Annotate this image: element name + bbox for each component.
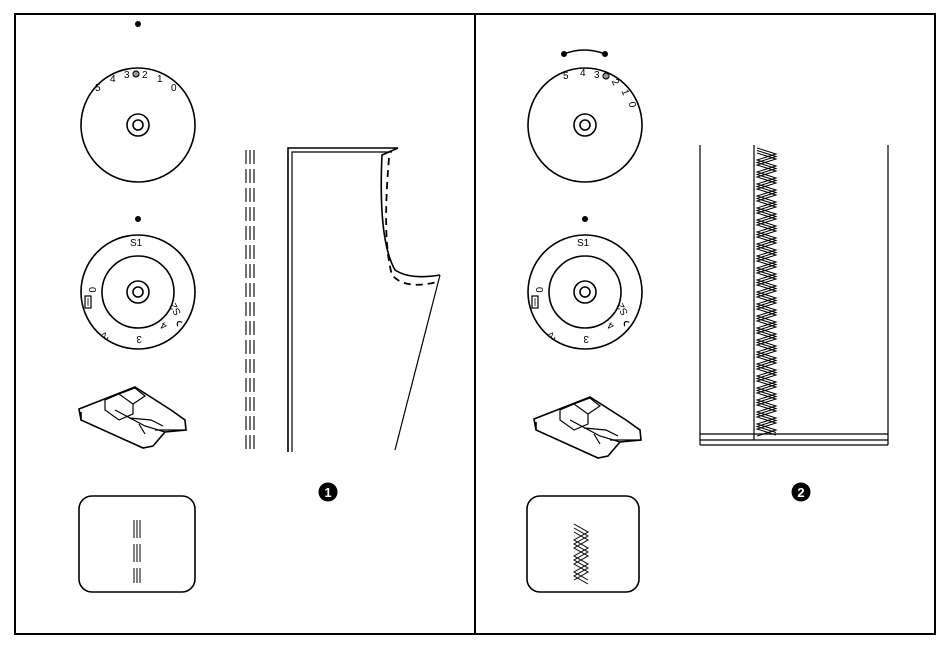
dial-number: S2 (615, 301, 631, 317)
dial-number: S2 (168, 301, 184, 317)
dial-number: 4 (580, 68, 586, 79)
dial-number: 0 (626, 101, 638, 109)
panel-1: 5 4 3 2 1 0 S1 0 2 3 (79, 21, 440, 592)
presser-foot-icon-1 (79, 387, 186, 448)
dial-number: 0 (533, 287, 544, 293)
dial-number: 1 (157, 74, 163, 85)
stitch-length-dial-2: S1 0 2 3 4 S2 (528, 216, 642, 349)
badge-number: 1 (324, 485, 331, 500)
dial-top-label: S1 (577, 238, 590, 249)
dial-number: 0 (86, 287, 97, 293)
stitch-width-dial-2: 5 4 3 2 1 0 (528, 50, 642, 182)
dial-number: 2 (142, 70, 148, 81)
dial-number: 5 (563, 71, 569, 82)
stretch-stitch-symbol (176, 320, 183, 326)
step-badge-2: 2 (792, 483, 811, 502)
straight-stitch-symbol (133, 71, 139, 77)
dial-number: 5 (95, 83, 101, 94)
reverse-stitch-symbol (85, 296, 91, 308)
presser-foot-icon-2 (534, 397, 641, 458)
dial-number: 1 (619, 88, 631, 97)
triple-zigzag-stitch-icon (574, 524, 588, 584)
dial-number: 3 (124, 70, 130, 81)
triple-zigzag-seam (757, 148, 776, 436)
step-badge-1: 1 (319, 483, 338, 502)
dial-number: 4 (110, 74, 116, 85)
reverse-stitch-symbol (532, 296, 538, 308)
dial-number: 0 (171, 83, 177, 94)
dial-number: 2 (609, 77, 622, 88)
dial-top-label: S1 (130, 238, 143, 249)
pattern-window-1 (79, 496, 195, 592)
stitch-length-dial-1: S1 0 2 3 4 S2 (81, 216, 195, 349)
panel-2: 5 4 3 2 1 0 S1 0 2 3 (527, 50, 888, 592)
triple-stitch-column (246, 150, 254, 449)
dial-number: 3 (136, 333, 142, 344)
dial-number: 3 (583, 333, 589, 344)
triple-straight-stitch-icon (134, 520, 140, 583)
garment-piece (288, 148, 440, 452)
stitch-width-dial-1: 5 4 3 2 1 0 (81, 21, 195, 182)
pattern-window-2 (527, 496, 639, 592)
dial-number: 3 (594, 70, 600, 81)
stretch-stitch-symbol (623, 320, 630, 326)
fabric-sample (700, 145, 888, 445)
straight-stitch-symbol (603, 73, 609, 79)
badge-number: 2 (797, 485, 804, 500)
